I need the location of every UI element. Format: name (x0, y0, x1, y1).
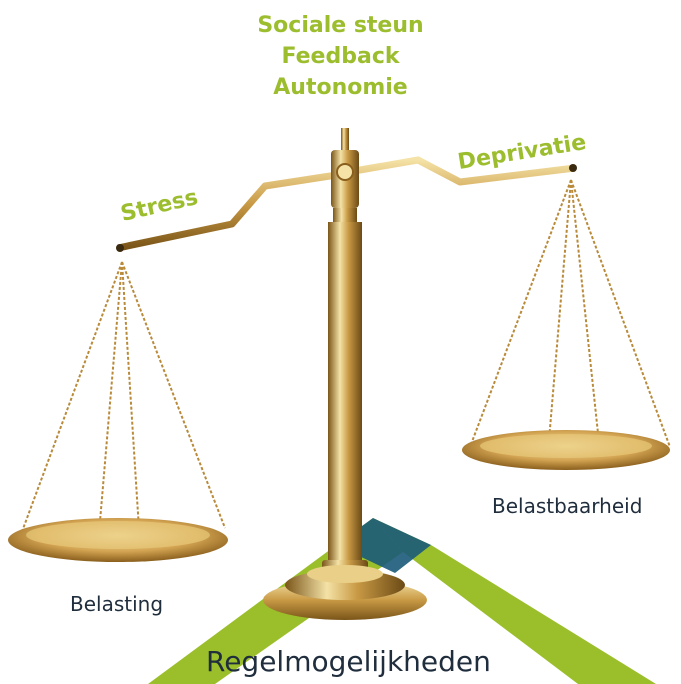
right-chains (469, 179, 671, 453)
left-chains (19, 261, 226, 546)
base-label: Regelmogelijkheden (206, 645, 491, 678)
top-factors-list: Sociale steun Feedback Autonomie (0, 10, 681, 103)
factor-sociale-steun: Sociale steun (257, 13, 424, 38)
left-beam-tip (116, 244, 124, 252)
pillar-collar (333, 208, 357, 222)
left-pan-label: Belasting (70, 592, 164, 616)
pillar-pivot (336, 163, 354, 181)
right-beam-tip (569, 164, 577, 172)
factor-feedback: Feedback (281, 44, 400, 69)
right-pan-label: Belastbaarheid (492, 494, 643, 518)
right-pan-inner (480, 434, 652, 458)
left-pan-inner (26, 521, 210, 549)
band-right-arm (373, 518, 656, 684)
pillar-finial (341, 128, 349, 150)
factor-autonomie: Autonomie (273, 75, 408, 100)
pillar-shaft (328, 222, 362, 572)
base-top (307, 565, 383, 583)
